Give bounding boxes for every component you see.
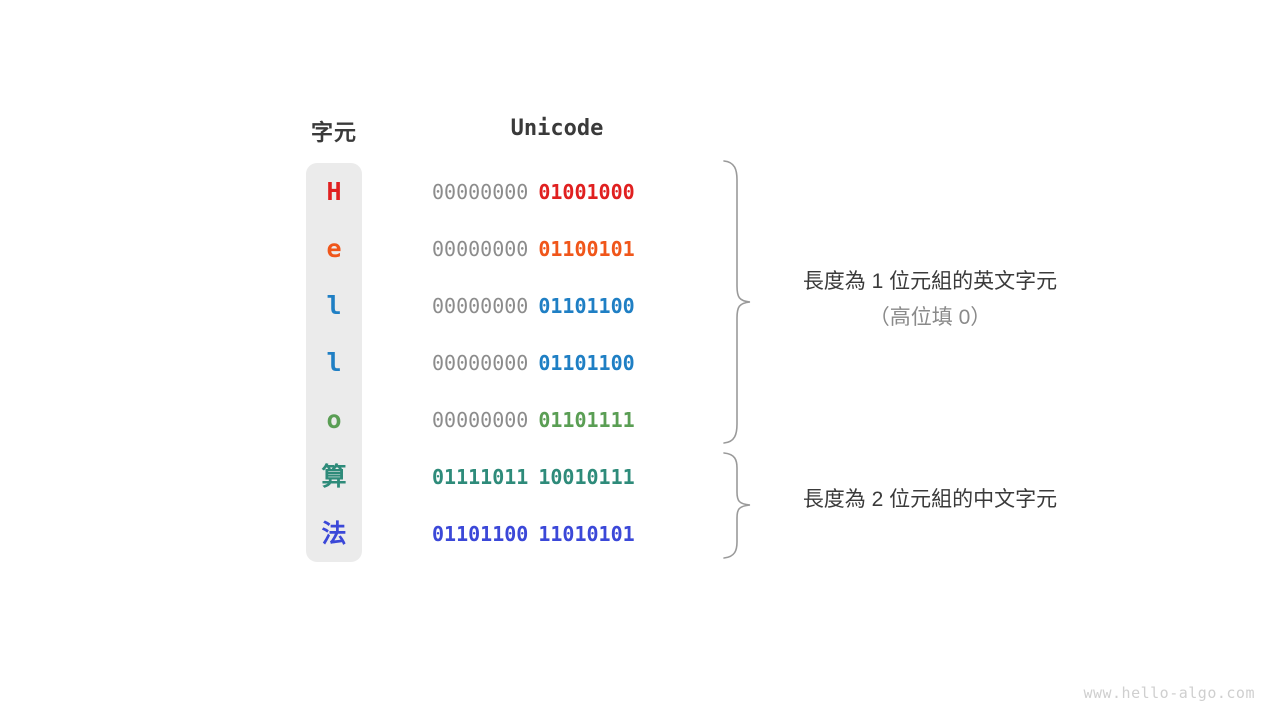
- binary-low-byte: 10010111: [538, 465, 635, 489]
- binary-high-byte: 01111011: [432, 465, 529, 489]
- annotation-two-byte-main: 長度為 2 位元組的中文字元: [802, 488, 1058, 511]
- binary-row: 00000000 01101100: [432, 290, 684, 322]
- binary-low-byte: 01101100: [538, 351, 635, 375]
- binary-low-byte: 01101100: [538, 294, 635, 318]
- annotation-one-byte-sub: （高位填 0）: [868, 306, 992, 329]
- binary-high-byte: 00000000: [432, 237, 529, 261]
- watermark-url: www.hello-algo.com: [1083, 684, 1255, 702]
- binary-high-byte: 01101100: [432, 522, 529, 546]
- binary-row: 00000000 01001000: [432, 176, 684, 208]
- binary-low-byte: 01001000: [538, 180, 635, 204]
- character-cell: e: [326, 234, 342, 263]
- binary-high-byte: 00000000: [432, 351, 529, 375]
- annotation-one-byte: 長度為 1 位元組的英文字元 （高位填 0）: [730, 264, 1130, 336]
- character-column-capsule: [306, 163, 362, 562]
- binary-row: 00000000 01101100: [432, 347, 684, 379]
- character-cell: o: [326, 405, 342, 434]
- character-cell: H: [326, 177, 342, 206]
- character-cell: 法: [321, 519, 347, 548]
- binary-high-byte: 00000000: [432, 408, 529, 432]
- binary-low-byte: 01101111: [538, 408, 635, 432]
- binary-high-byte: 00000000: [432, 180, 529, 204]
- annotation-one-byte-main: 長度為 1 位元組的英文字元: [802, 270, 1058, 293]
- brace-two-byte-group: [723, 452, 751, 559]
- binary-row: 00000000 01100101: [432, 233, 684, 265]
- column-header-unicode: Unicode: [510, 116, 604, 141]
- annotation-two-byte: 長度為 2 位元組的中文字元: [730, 482, 1130, 518]
- binary-row: 01101100 11010101: [432, 518, 684, 550]
- column-header-character: 字元: [310, 120, 357, 145]
- binary-row: 00000000 01101111: [432, 404, 684, 436]
- binary-low-byte: 11010101: [538, 522, 635, 546]
- character-cell: l: [326, 348, 342, 377]
- character-cell: 算: [321, 462, 347, 491]
- binary-high-byte: 00000000: [432, 294, 529, 318]
- binary-low-byte: 01100101: [538, 237, 635, 261]
- character-cell: l: [326, 291, 342, 320]
- binary-row: 01111011 10010111: [432, 461, 684, 493]
- brace-one-byte-group: [723, 160, 751, 444]
